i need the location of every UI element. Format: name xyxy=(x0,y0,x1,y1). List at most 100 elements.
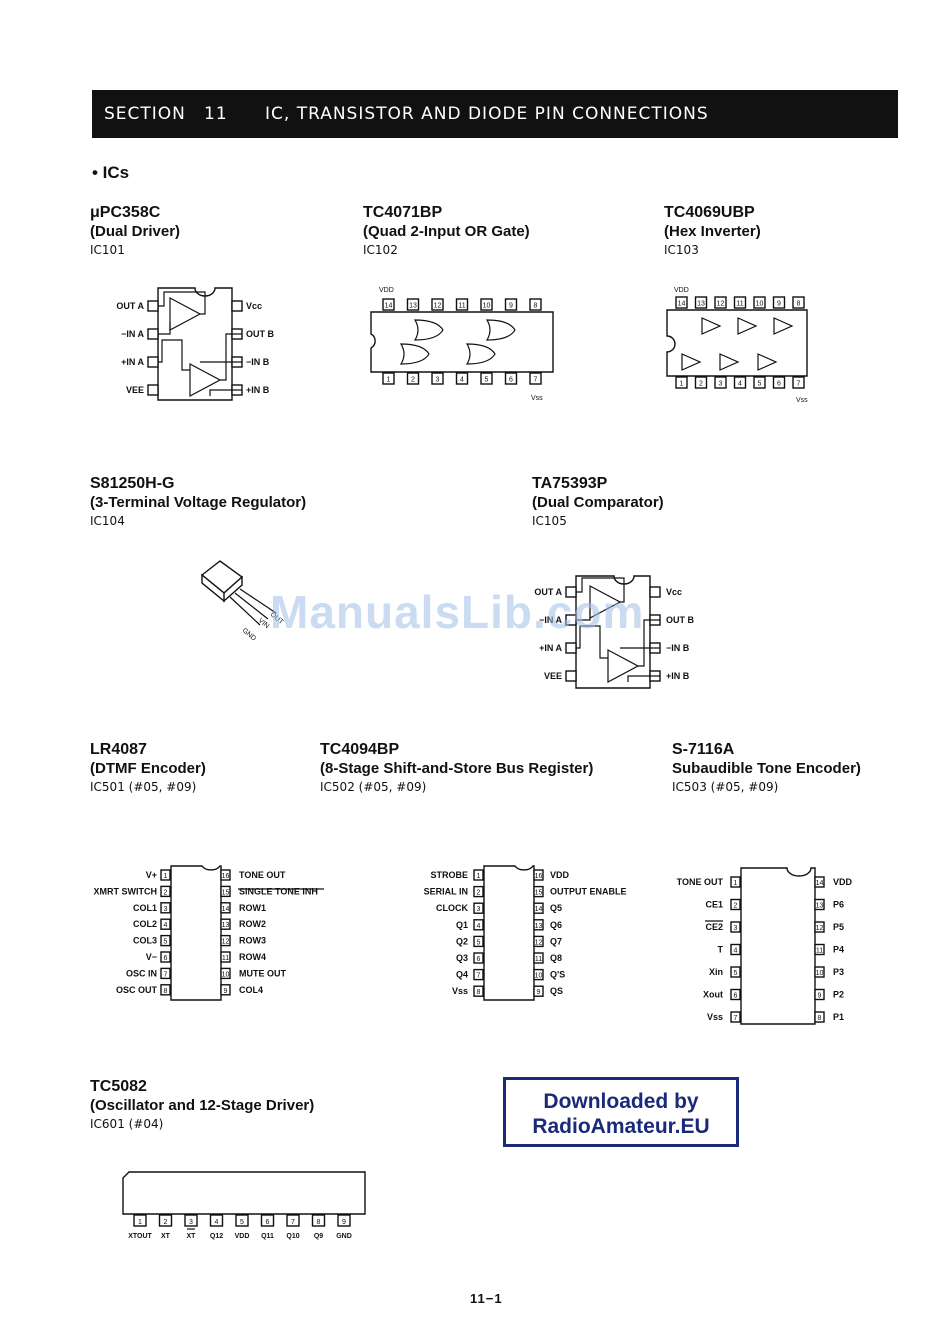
pin-number: 4 xyxy=(164,922,168,929)
chip-package xyxy=(740,867,816,1025)
pin-number: 5 xyxy=(477,939,481,946)
pin-label: CLOCK xyxy=(436,903,468,913)
pin-label: XMRT SWITCH xyxy=(94,886,158,896)
pin-box xyxy=(730,898,741,911)
pin-number: 16 xyxy=(222,873,230,880)
op-amp-b-symbol xyxy=(189,363,222,397)
pin-box xyxy=(792,296,805,309)
pin-number: 2 xyxy=(164,889,168,896)
pin-box xyxy=(220,967,231,980)
pin-box xyxy=(675,296,688,309)
chip-name: S-7116A xyxy=(672,741,735,758)
pin-box xyxy=(431,298,444,311)
pin-number: 1 xyxy=(138,1219,142,1226)
pin-box xyxy=(133,1214,147,1227)
left-pin-boxes xyxy=(147,300,159,396)
pin-box xyxy=(406,372,420,385)
pin-label: Q8 xyxy=(550,953,562,963)
pin-number: 13 xyxy=(816,903,824,910)
chip-package xyxy=(122,1171,366,1215)
pin-label: VDD xyxy=(550,870,570,880)
pin-label: Q11 xyxy=(261,1233,274,1240)
s81250hg-package-drawing: GND VIN OUT xyxy=(200,560,285,643)
pin-number: 1 xyxy=(734,880,738,887)
pin-label: COL4 xyxy=(239,985,263,995)
pin-label: Q6 xyxy=(550,920,562,930)
pin-box xyxy=(473,968,484,981)
pin-box xyxy=(730,921,741,933)
pin-box xyxy=(337,1214,351,1227)
inverter-symbols xyxy=(681,317,794,371)
pin-number: 11 xyxy=(816,948,823,955)
page-number: 11−1 xyxy=(470,1291,503,1306)
or-gate-symbols xyxy=(399,319,516,365)
pin-box xyxy=(533,869,544,881)
to92-side xyxy=(201,573,243,603)
pin-number: 10 xyxy=(483,303,491,310)
pin-box xyxy=(147,328,159,340)
pin-box xyxy=(733,376,747,389)
pin-label: Q'S xyxy=(550,970,565,980)
pin-label: Q2 xyxy=(456,936,468,946)
pin-label: Vss xyxy=(707,1012,723,1022)
pin-label: OUT B xyxy=(666,615,694,625)
downloaded-by-box: Downloaded by RadioAmateur.EU xyxy=(503,1077,739,1147)
pin-number: 2 xyxy=(699,381,703,388)
pin-number: 9 xyxy=(342,1219,346,1226)
pin-box xyxy=(814,943,825,956)
pin-box xyxy=(160,918,171,930)
chip-name: TC5082 xyxy=(90,1078,147,1095)
pin-number: 12 xyxy=(222,939,230,946)
chip-reference: IC501 (#05, #09) xyxy=(90,780,197,794)
chip-package xyxy=(157,287,233,401)
chip-heading-upc358c: μPC358C (Dual Driver) IC101 xyxy=(90,203,180,259)
chip-package xyxy=(170,865,222,1001)
pin-number: 14 xyxy=(535,906,543,913)
pin-box xyxy=(160,984,171,996)
pin-label: QS xyxy=(550,986,563,996)
pin-label: V− xyxy=(146,952,157,962)
pin-label: CE1 xyxy=(705,900,723,910)
pin-number: 6 xyxy=(509,377,513,384)
pin-box xyxy=(504,372,518,385)
pin-box xyxy=(220,934,231,947)
chip-description: (8-Stage Shift-and-Store Bus Register) xyxy=(320,760,594,777)
pin-box xyxy=(473,869,484,881)
pin-box xyxy=(529,372,542,385)
pin-number: 3 xyxy=(734,925,738,932)
pin-box xyxy=(455,298,469,311)
pin-label: Q9 xyxy=(314,1233,323,1240)
pin-label: +IN A xyxy=(121,357,144,367)
chip-description: (Hex Inverter) xyxy=(664,223,761,240)
pin-label: COL3 xyxy=(133,936,157,946)
pin-number: 1 xyxy=(164,873,168,880)
pin-number: 7 xyxy=(734,1015,738,1022)
op-amp-a-symbol xyxy=(169,297,202,331)
pin-box xyxy=(565,642,577,654)
pin-box xyxy=(220,869,231,881)
chip-heading-s7116a: S-7116A Subaudible Tone Encoder) IC503 (… xyxy=(672,740,861,796)
pin-label: Q7 xyxy=(550,936,562,946)
pin-number: 2 xyxy=(411,377,415,384)
pin-number: 9 xyxy=(537,989,541,996)
pin-label: Q12 xyxy=(210,1233,223,1240)
pin-label: XTOUT xyxy=(128,1233,152,1240)
pin-label: TONE OUT xyxy=(239,870,286,880)
pin-number: 7 xyxy=(534,377,538,384)
pin-box xyxy=(220,885,231,898)
pin-box xyxy=(147,356,159,368)
pin-label: P6 xyxy=(833,900,844,910)
pin-label: ROW4 xyxy=(239,952,266,962)
pin-number: 2 xyxy=(164,1219,168,1226)
chip-reference: IC104 xyxy=(90,514,125,528)
chip-reference: IC601 (#04) xyxy=(90,1117,164,1131)
pin-number: 8 xyxy=(534,303,538,310)
pin-label: OUTPUT ENABLE xyxy=(550,887,627,897)
pin-box xyxy=(694,296,708,309)
pin-box xyxy=(565,670,577,682)
pin-box xyxy=(730,1011,741,1023)
pin-number: 7 xyxy=(164,971,168,978)
